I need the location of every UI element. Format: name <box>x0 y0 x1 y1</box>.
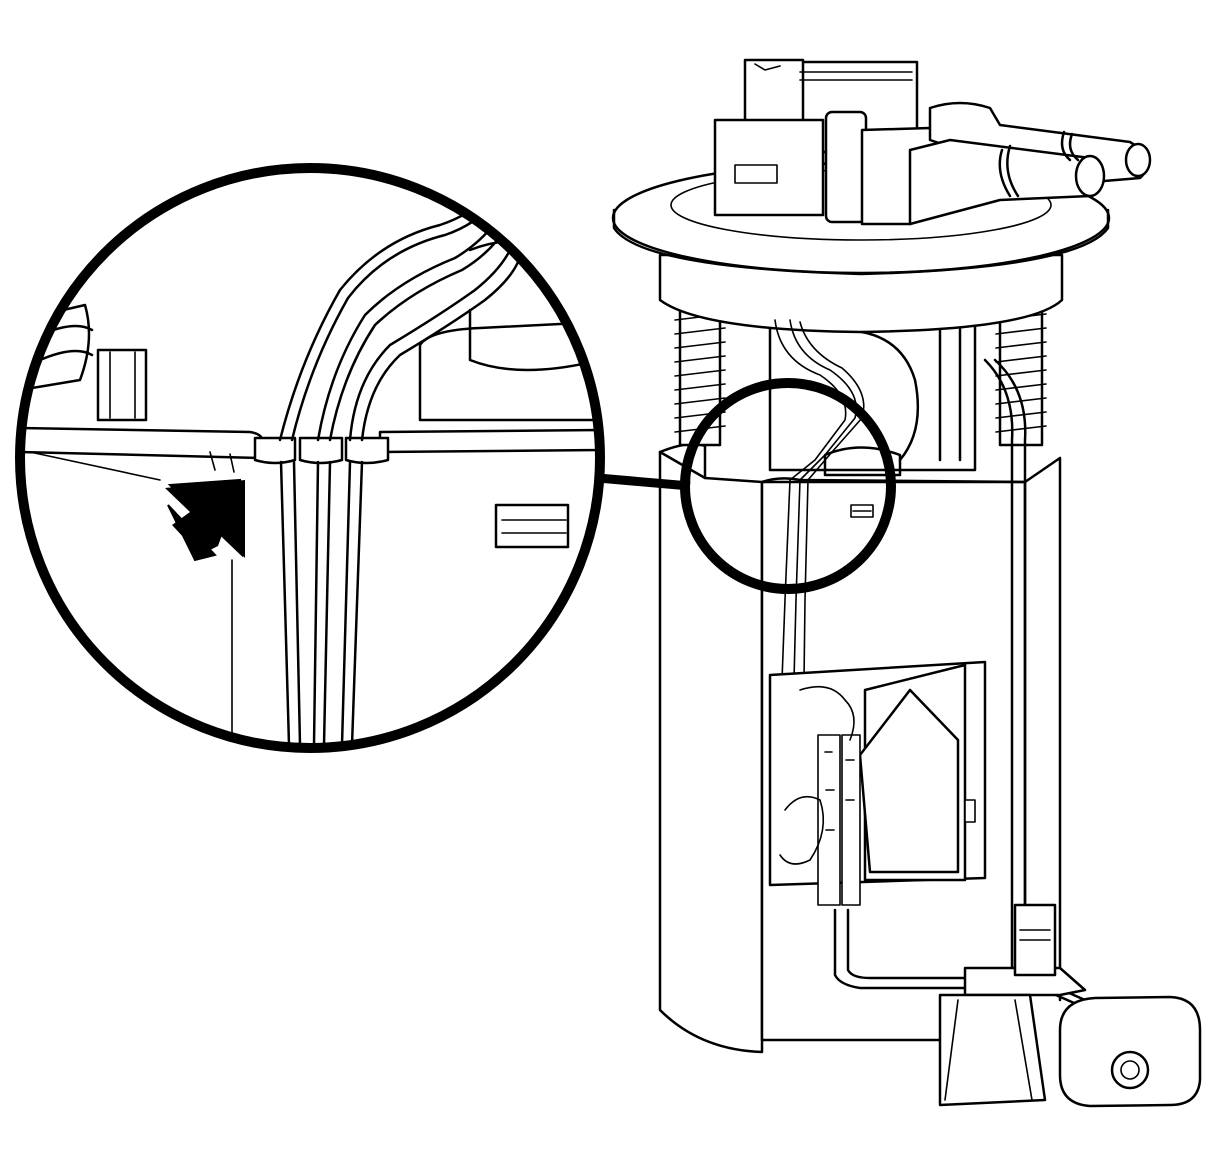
float <box>1058 995 1202 1108</box>
electrical-connector <box>713 58 919 217</box>
magnified-wires <box>278 193 520 747</box>
fuel-pump-module <box>611 58 1202 1108</box>
detail-leader-line <box>597 473 691 491</box>
retaining-clips <box>253 436 390 465</box>
guide-springs <box>674 293 1047 447</box>
fuel-outlet-pipes <box>824 101 1152 226</box>
fuel-level-sensor <box>768 660 987 906</box>
float-arm <box>833 903 1092 1012</box>
detail-magnifier-circle <box>15 163 605 753</box>
